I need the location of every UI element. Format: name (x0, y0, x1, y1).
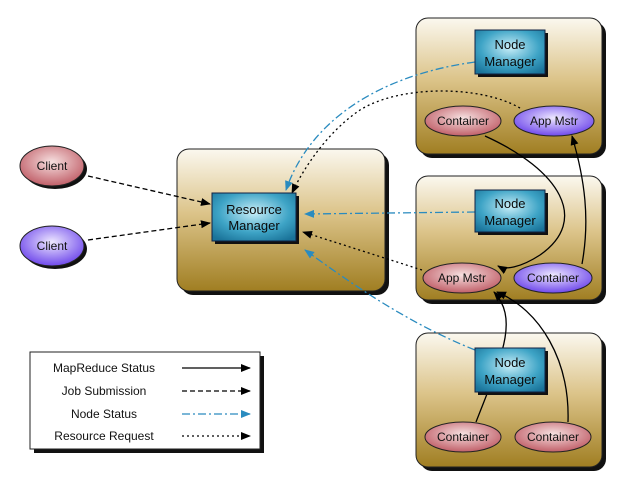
mapreduce-status-arrow-2 (570, 135, 587, 265)
container-node3-left[interactable]: Container (424, 421, 502, 453)
svg-text:Manager: Manager (228, 218, 280, 233)
node-status-arrow-2 (304, 209, 476, 218)
resource-request-arrow-2 (302, 230, 423, 271)
mapreduce-status-arrow-1 (484, 135, 566, 274)
svg-text:Container: Container (437, 430, 489, 444)
svg-text:Node: Node (494, 355, 525, 370)
legend-node-status: Node Status (71, 407, 137, 421)
svg-text:Resource: Resource (226, 202, 282, 217)
container-node3-right[interactable]: Container (514, 421, 592, 453)
job-submission-arrow-2 (87, 220, 211, 241)
legend-job-submission: Job Submission (62, 384, 147, 398)
mapreduce-status-arrow-4 (496, 291, 569, 423)
svg-text:Manager: Manager (484, 54, 536, 69)
svg-text:Manager: Manager (484, 213, 536, 228)
client-1[interactable]: Client (19, 145, 87, 189)
svg-text:App Mstr: App Mstr (438, 271, 486, 285)
svg-text:Container: Container (527, 430, 579, 444)
legend-resource-request: Resource Request (54, 429, 154, 443)
svg-text:Node: Node (494, 37, 525, 52)
legend-mapreduce-status: MapReduce Status (53, 361, 155, 375)
resource-request-arrow-1 (291, 90, 521, 194)
node-status-arrow-3 (304, 249, 476, 351)
svg-text:Manager: Manager (484, 372, 536, 387)
resource-manager[interactable]: Resource Manager (211, 192, 299, 244)
svg-text:Container: Container (437, 114, 489, 128)
container-node1[interactable]: Container (424, 105, 502, 137)
job-submission-arrow-1 (87, 175, 211, 206)
client-2[interactable]: Client (19, 225, 87, 269)
app-master-node1[interactable]: App Mstr (513, 105, 595, 137)
legend: MapReduce Status Job Submission Node Sta… (29, 351, 264, 453)
container-node2[interactable]: Container (513, 262, 593, 294)
app-master-node2[interactable]: App Mstr (422, 262, 502, 294)
node-status-arrow-1 (285, 61, 476, 191)
svg-text:Client: Client (37, 159, 68, 173)
mapreduce-status-arrow-3 (475, 291, 507, 423)
svg-text:App Mstr: App Mstr (530, 114, 578, 128)
node-manager-1[interactable]: Node Manager (474, 29, 548, 77)
svg-text:Client: Client (37, 239, 68, 253)
node-manager-3[interactable]: Node Manager (474, 347, 548, 395)
node-manager-2[interactable]: Node Manager (474, 189, 548, 235)
svg-text:Container: Container (527, 271, 579, 285)
svg-text:Node: Node (494, 196, 525, 211)
